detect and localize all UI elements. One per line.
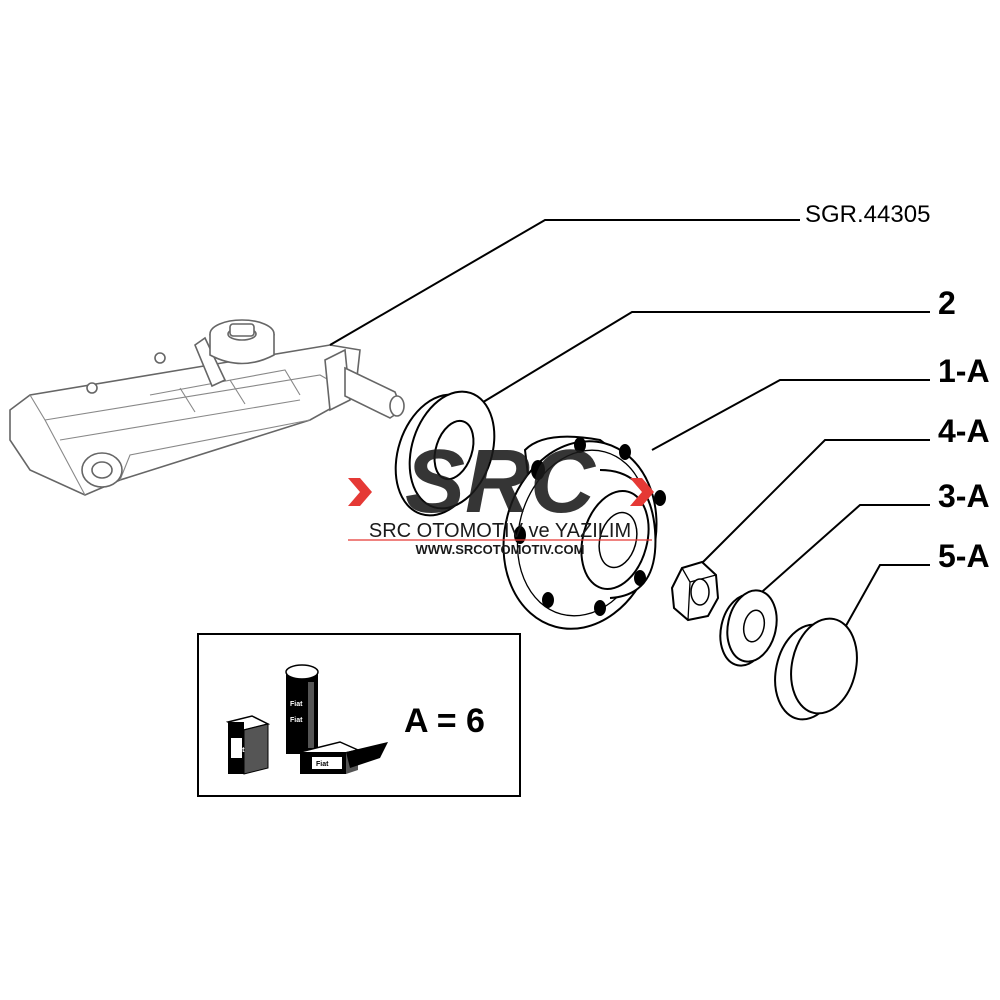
watermark-url: WWW.SRCOTOMOTIV.COM (416, 542, 585, 557)
callout-line-3a (754, 504, 930, 599)
callout-label-1a: 1-A (938, 353, 990, 389)
callout-line-1a (651, 379, 930, 451)
callout-label-3a: 3-A (938, 478, 990, 514)
svg-text:Fiat: Fiat (232, 747, 245, 754)
legend-box: Fiat Fiat Fiat Fiat A = 6 (197, 633, 521, 797)
part-4a-hub-nut (670, 560, 720, 622)
svg-text:Fiat: Fiat (290, 717, 303, 724)
svg-text:Fiat: Fiat (316, 761, 329, 768)
callout-label-5a: 5-A (938, 538, 990, 574)
watermark-company: SRC OTOMOTİV ve YAZILIM (369, 519, 631, 542)
watermark-right-chevron (630, 478, 654, 506)
callout-label-4a: 4-A (938, 413, 990, 449)
legend-text: A = 6 (404, 702, 485, 740)
watermark-logo: SRC (405, 432, 597, 532)
part-5a-dust-cap (774, 617, 858, 721)
watermark-left-chevron (348, 478, 372, 506)
suspension-arm-illustration (9, 319, 405, 496)
callout-line-ref (329, 219, 800, 346)
part-3a-washer (719, 589, 778, 667)
fiat-parts-icon: Fiat Fiat Fiat Fiat (225, 664, 388, 775)
callout-line-2 (469, 311, 930, 411)
svg-text:Fiat: Fiat (290, 701, 303, 708)
watermark: SRC SRC OTOMOTİV ve YAZILIM WWW.SRCOTOMO… (348, 432, 654, 557)
callout-line-5a (837, 564, 930, 641)
part-2-seal-ring (394, 390, 496, 517)
callout-label-2: 2 (938, 285, 956, 321)
callout-line-4a (699, 439, 930, 566)
reference-code: SGR.44305 (805, 201, 930, 228)
